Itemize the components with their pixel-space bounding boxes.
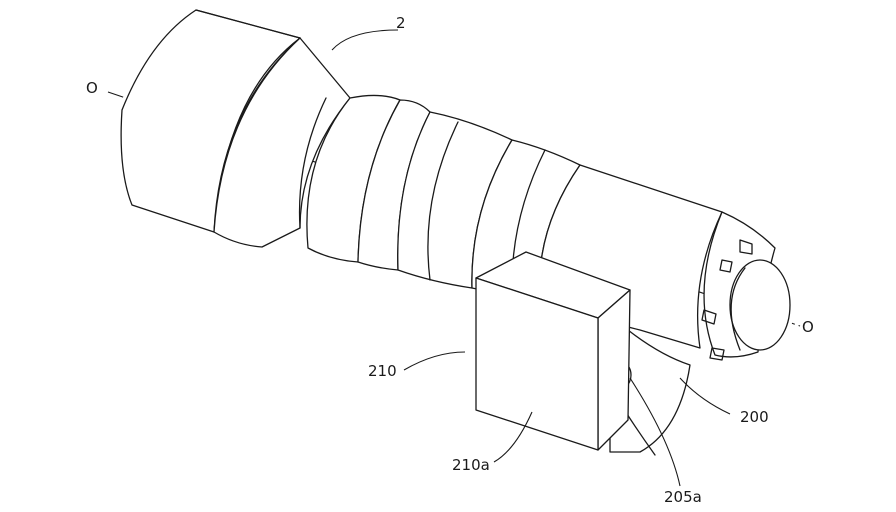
- leader-lines: [331, 29, 731, 487]
- labels: O O 2 210 210a 205a 200: [86, 14, 814, 506]
- label-lens: 2: [396, 14, 406, 32]
- label-mount: 200: [740, 408, 769, 426]
- label-block-face: 210a: [452, 456, 490, 474]
- label-pin: 205a: [664, 488, 702, 506]
- label-axis-end: O: [802, 318, 814, 336]
- block: [475, 251, 631, 451]
- mount-bracket: [609, 329, 691, 456]
- cone-section: [213, 37, 351, 248]
- label-axis-start: O: [86, 79, 98, 97]
- label-block: 210: [368, 362, 397, 380]
- rear-mount-cylinder: [729, 259, 791, 351]
